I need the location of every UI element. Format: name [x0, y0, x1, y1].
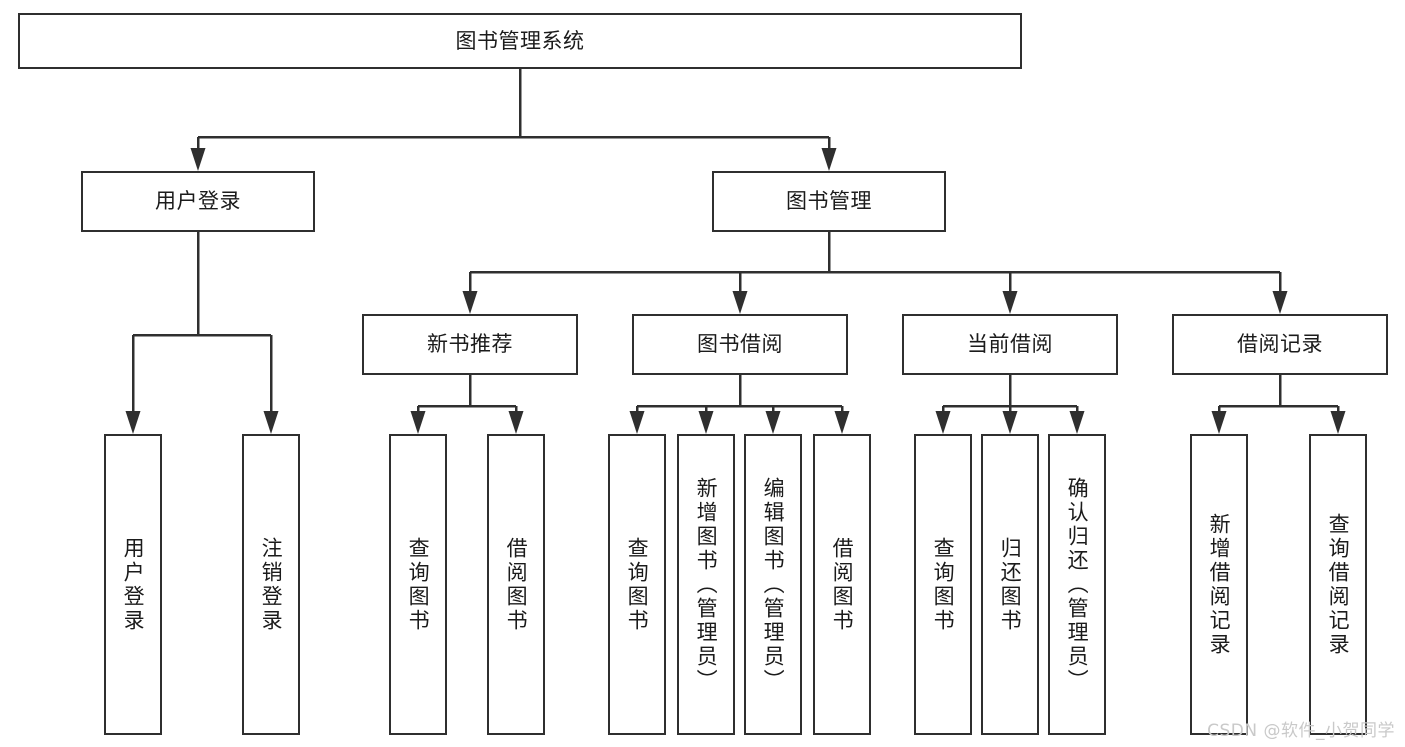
arrow-head-icon-new-book-recommend-to-leaves-1	[508, 411, 524, 434]
node-leaf-borrow-book-2[interactable]: 借阅图书	[813, 434, 871, 735]
node-label: 查询图书	[406, 536, 431, 633]
node-leaf-add-borrow-record[interactable]: 新增借阅记录	[1190, 434, 1248, 735]
node-book-manage[interactable]: 图书管理	[712, 171, 946, 232]
arrow-head-icon-current-borrow-to-leaves-1	[1002, 411, 1018, 434]
arrow-head-icon-book-manage-to-level2-2	[1002, 291, 1018, 314]
node-label: 注销登录	[259, 536, 284, 633]
node-label: 确认归还（管理员）	[1065, 476, 1090, 693]
node-leaf-query-book-2[interactable]: 查询图书	[608, 434, 666, 735]
arrow-head-icon-current-borrow-to-leaves-2	[1069, 411, 1085, 434]
node-leaf-query-borrow-record[interactable]: 查询借阅记录	[1309, 434, 1367, 735]
node-leaf-return-book[interactable]: 归还图书	[981, 434, 1039, 735]
node-book-borrow[interactable]: 图书借阅	[632, 314, 848, 375]
node-leaf-query-book-1[interactable]: 查询图书	[389, 434, 447, 735]
node-borrow-record[interactable]: 借阅记录	[1172, 314, 1388, 375]
node-label: 用户登录	[155, 189, 241, 214]
node-leaf-user-login[interactable]: 用户登录	[104, 434, 162, 735]
node-label: 查询图书	[931, 536, 956, 633]
node-label: 归还图书	[998, 536, 1023, 633]
node-label: 当前借阅	[967, 332, 1053, 357]
arrow-head-icon-book-manage-to-level2-3	[1272, 291, 1288, 314]
node-label: 借阅记录	[1237, 332, 1323, 357]
arrow-head-icon-book-borrow-to-leaves-1	[698, 411, 714, 434]
csdn-watermark: CSDN @软件_小贺同学	[1207, 721, 1395, 741]
arrow-head-icon-current-borrow-to-leaves-0	[935, 411, 951, 434]
node-root[interactable]: 图书管理系统	[18, 13, 1022, 69]
arrow-head-icon-book-borrow-to-leaves-0	[629, 411, 645, 434]
arrow-head-icon-book-borrow-to-leaves-2	[765, 411, 781, 434]
node-label: 用户登录	[121, 536, 146, 633]
arrow-head-icon-user-login-to-leaves-0	[125, 411, 141, 434]
node-label: 新增图书（管理员）	[694, 476, 719, 693]
node-leaf-logout[interactable]: 注销登录	[242, 434, 300, 735]
arrow-head-icon-book-manage-to-level2-1	[732, 291, 748, 314]
node-label: 图书管理系统	[455, 28, 585, 53]
arrow-head-icon-borrow-record-to-leaves-0	[1211, 411, 1227, 434]
arrow-head-icon-root-to-level1-0	[190, 148, 206, 171]
node-new-book-recommend[interactable]: 新书推荐	[362, 314, 578, 375]
node-label: 图书管理	[786, 189, 872, 214]
arrow-head-icon-new-book-recommend-to-leaves-0	[410, 411, 426, 434]
arrow-head-icon-book-borrow-to-leaves-3	[834, 411, 850, 434]
node-leaf-confirm-return-admin[interactable]: 确认归还（管理员）	[1048, 434, 1106, 735]
node-label: 查询借阅记录	[1326, 512, 1351, 657]
node-label: 借阅图书	[504, 536, 529, 633]
node-leaf-query-book-3[interactable]: 查询图书	[914, 434, 972, 735]
node-user-login[interactable]: 用户登录	[81, 171, 315, 232]
node-leaf-borrow-book-1[interactable]: 借阅图书	[487, 434, 545, 735]
node-current-borrow[interactable]: 当前借阅	[902, 314, 1118, 375]
node-label: 编辑图书（管理员）	[761, 476, 786, 693]
node-label: 借阅图书	[830, 536, 855, 633]
arrow-head-icon-borrow-record-to-leaves-1	[1330, 411, 1346, 434]
node-label: 新增借阅记录	[1207, 512, 1232, 657]
arrow-head-icon-book-manage-to-level2-0	[462, 291, 478, 314]
arrow-head-icon-root-to-level1-1	[821, 148, 837, 171]
node-label: 新书推荐	[427, 332, 513, 357]
arrow-head-icon-user-login-to-leaves-1	[263, 411, 279, 434]
node-label: 图书借阅	[697, 332, 783, 357]
node-leaf-edit-book-admin[interactable]: 编辑图书（管理员）	[744, 434, 802, 735]
node-label: 查询图书	[625, 536, 650, 633]
node-leaf-add-book-admin[interactable]: 新增图书（管理员）	[677, 434, 735, 735]
